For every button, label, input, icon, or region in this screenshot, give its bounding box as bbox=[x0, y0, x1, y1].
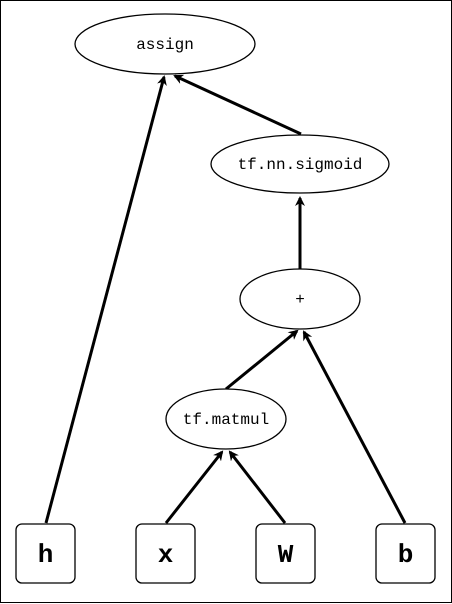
node-sigmoid-label: tf.nn.sigmoid bbox=[238, 156, 363, 174]
edge-W-to-matmul bbox=[228, 450, 287, 524]
node-plus: + bbox=[239, 268, 361, 330]
edge-matmul-to-plus bbox=[225, 329, 299, 391]
edge-b-to-plus bbox=[302, 330, 407, 524]
edge-h-to-assign bbox=[44, 75, 167, 524]
node-b-label: b bbox=[398, 540, 414, 570]
node-W: W bbox=[255, 523, 316, 584]
node-W-label: W bbox=[278, 540, 294, 570]
node-plus-label: + bbox=[295, 291, 305, 309]
node-matmul-label: tf.matmul bbox=[183, 411, 269, 429]
node-x: x bbox=[135, 523, 196, 584]
node-x-label: x bbox=[158, 540, 174, 570]
edge-x-to-matmul bbox=[164, 450, 224, 524]
node-h: h bbox=[15, 523, 76, 584]
node-matmul: tf.matmul bbox=[165, 388, 287, 450]
node-b: b bbox=[375, 523, 436, 584]
edge-sigmoid-to-assign bbox=[173, 74, 302, 136]
node-h-label: h bbox=[38, 540, 54, 570]
node-assign-label: assign bbox=[136, 36, 194, 54]
node-sigmoid: tf.nn.sigmoid bbox=[210, 134, 390, 194]
node-assign: assign bbox=[74, 13, 256, 75]
